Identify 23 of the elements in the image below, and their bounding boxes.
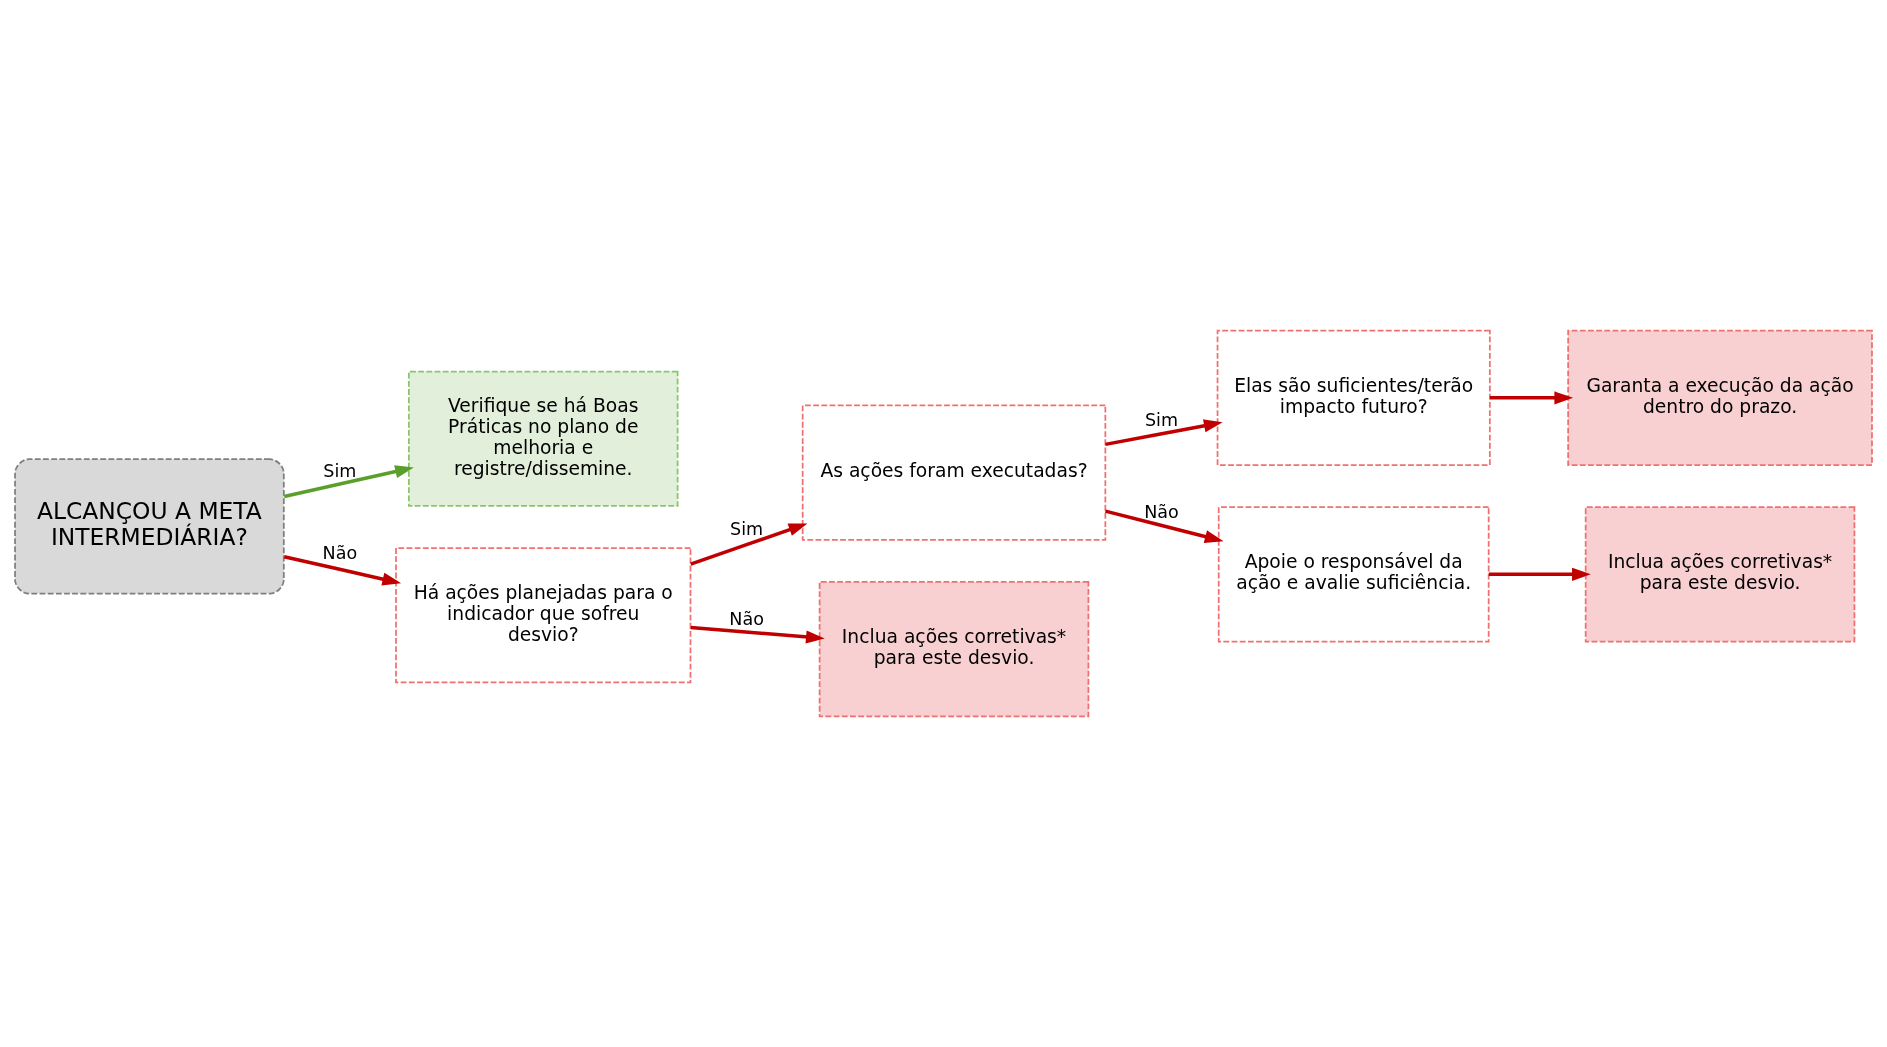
node-box: Inclua ações corretivas* para este desvio. xyxy=(818,581,1090,718)
arrow xyxy=(283,465,414,499)
edge-label: Sim xyxy=(1144,409,1178,430)
node-box: Verifique se há Boas Práticas no plano de melhoria e registre/dissemine. xyxy=(407,370,679,507)
arrow xyxy=(1489,391,1574,405)
arrow xyxy=(690,523,808,566)
edge-label: Sim xyxy=(323,461,357,482)
arrow xyxy=(283,555,402,586)
node-box: ALCANÇOU A META INTERMEDIÁRIA? xyxy=(14,458,285,595)
node-box: Garanta a execução da ação dentro do prazo. xyxy=(1567,329,1873,466)
arrow xyxy=(1105,419,1223,447)
node-box: As ações foram executadas? xyxy=(801,404,1107,541)
edge-label: Não xyxy=(729,608,764,629)
node-box: Elas são suficientes/terão impacto futuro? xyxy=(1216,329,1491,466)
arrow xyxy=(1488,567,1591,581)
node-box: Apoie o responsável da ação e avalie suficiência. xyxy=(1217,506,1490,643)
node-box: Há ações planejadas para o indicador que sofreu desvio? xyxy=(395,547,692,684)
edge-label: Sim xyxy=(730,518,764,539)
arrow xyxy=(1104,509,1224,544)
node-box: Inclua ações corretivas* para este desvio. xyxy=(1584,506,1856,643)
arrow xyxy=(690,625,825,644)
edge-label: Não xyxy=(1144,502,1179,523)
edge-label: Não xyxy=(322,543,358,564)
